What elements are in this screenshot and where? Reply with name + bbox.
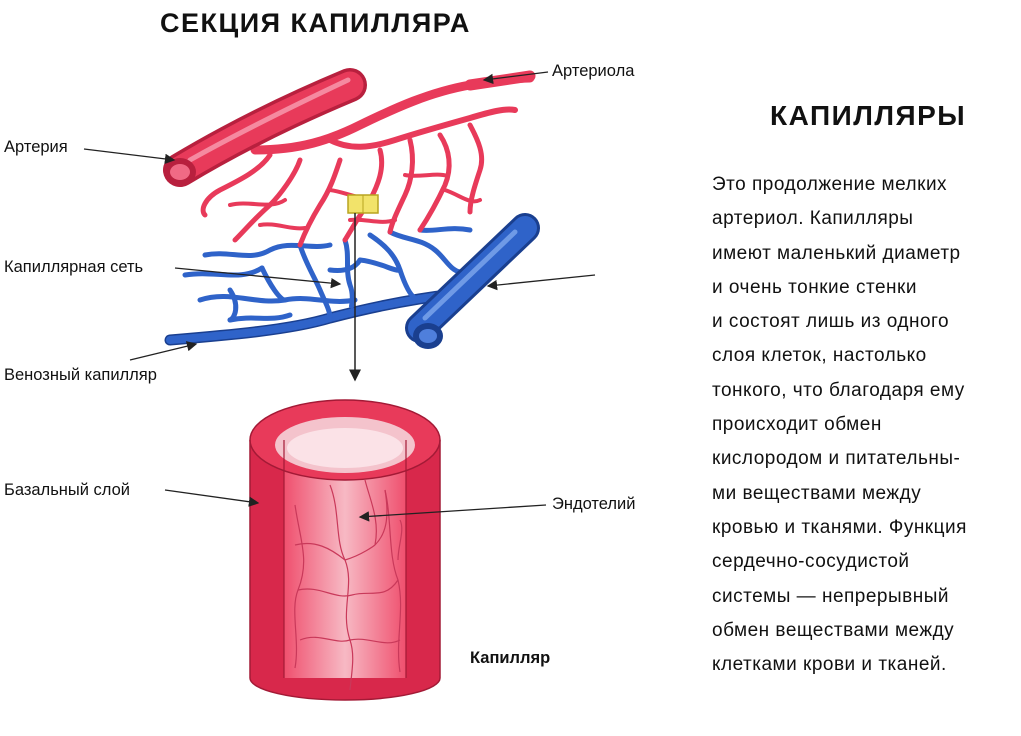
leader-endothelium <box>358 504 547 522</box>
description-line: и очень тонкие стенки <box>712 276 917 298</box>
arteriole <box>464 70 536 91</box>
description-line: кислородом и питательны- <box>712 448 961 470</box>
label-endothelium: Эндотелий <box>552 495 636 513</box>
arterial-network <box>200 73 535 248</box>
description-line: слоя клеток, настолько <box>712 345 927 367</box>
leader-network <box>174 267 342 289</box>
side-title: КАПИЛЛЯРЫ <box>770 100 967 131</box>
description-line: сердечно-сосудистой <box>712 551 910 573</box>
description-line: и состоят лишь из одного <box>712 311 950 333</box>
capillary-tube <box>249 399 441 701</box>
description-line: артериол. Капилляры <box>712 208 914 230</box>
label-capillary-network: Капиллярная сеть <box>4 258 144 276</box>
leader-arteriole <box>482 71 549 85</box>
leader-artery <box>83 148 176 165</box>
diagram-title: СЕКЦИЯ КАПИЛЛЯРА <box>160 8 471 38</box>
leader-basal-layer <box>164 489 260 507</box>
description-line: Это продолжение мелких <box>712 174 948 195</box>
leader-venous-capillary <box>129 341 198 361</box>
description-line: системы — непрерывный <box>712 585 950 607</box>
label-capillary: Капилляр <box>470 649 551 667</box>
description-line: тонкого, что благодаря ему <box>712 379 965 401</box>
description-line: обмен веществами между <box>712 619 955 641</box>
description-line: происходит обмен <box>712 414 882 436</box>
label-arteriole: Артериола <box>552 62 635 80</box>
artery <box>163 68 367 187</box>
leader-vein <box>486 274 596 291</box>
venous-network <box>164 226 473 346</box>
label-basal-layer: Базальный слой <box>4 481 131 499</box>
description-text: Это продолжение мелких артериол. Капилля… <box>712 168 1017 682</box>
vein <box>405 213 540 349</box>
label-venous-capillary: Венозный капилляр <box>4 366 157 384</box>
description-line: клетками крови и тканей. <box>712 654 947 676</box>
description-line: ми веществами между <box>712 482 922 504</box>
label-artery: Артерия <box>4 138 68 156</box>
description-line: кровью и тканями. Функция <box>712 516 967 538</box>
description-line: имеют маленький диаметр <box>712 242 961 264</box>
